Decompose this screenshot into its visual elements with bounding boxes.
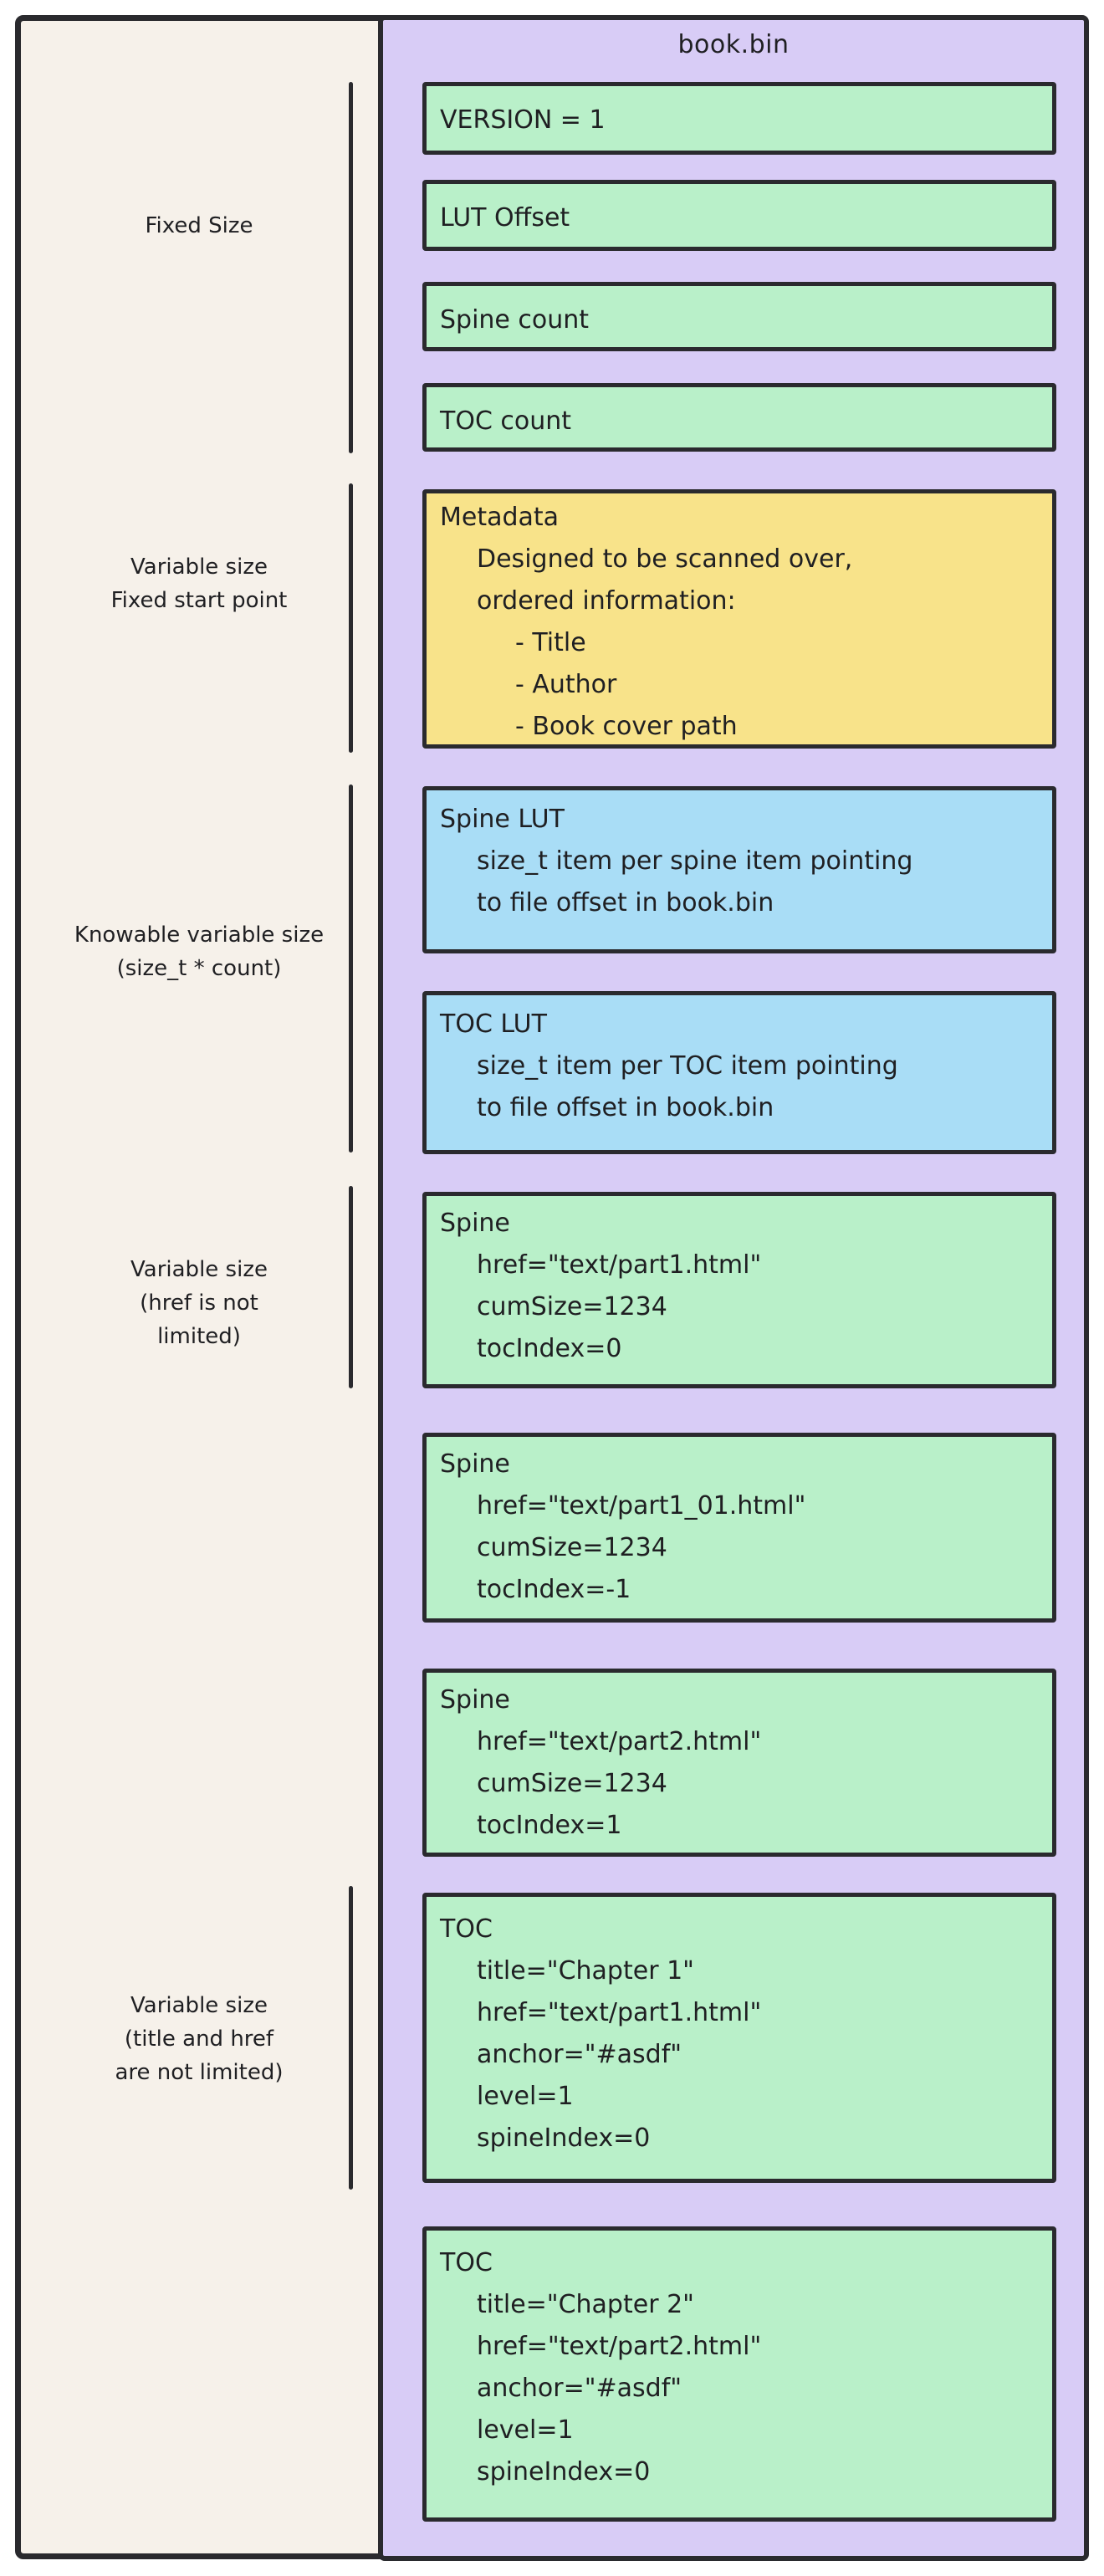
size-annotation-metadata: Variable size Fixed start point [33,550,365,617]
field-box-version: VERSION = 1 [422,82,1056,155]
box-line: spineIndex=0 [477,2457,651,2487]
size-annotation-toc: Variable size (title and href are not li… [33,1989,365,2089]
box-line: Spine count [440,305,590,335]
box-line: href="text/part1.html" [477,1250,762,1280]
box-line: Spine [440,1209,510,1238]
toc-entry-box-1: TOC title="Chapter 1" href="text/part1.h… [422,1893,1056,2183]
box-line: cumSize=1234 [477,1533,667,1562]
box-line: tocIndex=-1 [477,1575,631,1604]
size-bracket-luts [349,785,353,1153]
spine-lut-box: Spine LUT size_t item per spine item poi… [422,786,1056,953]
box-line: ordered information: [477,586,736,616]
size-annotation-spine: Variable size (href is not limited) [33,1253,365,1353]
box-line: spineIndex=0 [477,2124,651,2153]
box-line: href="text/part2.html" [477,2332,762,2361]
box-line: level=1 [477,2415,574,2445]
box-line: Metadata [440,503,560,532]
box-line: LUT Offset [440,203,570,233]
annotation-line: (size_t * count) [116,956,282,981]
size-bracket-spine [349,1186,353,1388]
box-line: - Title [515,628,586,657]
box-line: href="text/part1.html" [477,1998,762,2027]
annotation-line: Fixed Size [145,213,253,238]
box-line: href="text/part1_01.html" [477,1491,806,1521]
box-line: tocIndex=1 [477,1811,622,1840]
field-box-spine-count: Spine count [422,282,1056,351]
spine-entry-box-1: Spine href="text/part1.html" cumSize=123… [422,1192,1056,1388]
box-line: cumSize=1234 [477,1292,667,1321]
box-line: TOC [440,2248,493,2277]
toc-entry-box-2: TOC title="Chapter 2" href="text/part2.h… [422,2226,1056,2522]
box-line: tocIndex=0 [477,1334,622,1363]
box-line: Spine [440,1685,510,1715]
box-line: level=1 [477,2082,574,2111]
field-box-toc-count: TOC count [422,383,1056,452]
annotation-line: (href is not [140,1291,258,1316]
box-line: title="Chapter 1" [477,1956,694,1986]
box-line: cumSize=1234 [477,1769,667,1798]
box-line: to file offset in book.bin [477,888,774,917]
box-line: to file offset in book.bin [477,1093,774,1122]
box-line: - Book cover path [515,712,738,741]
field-box-lut-offset: LUT Offset [422,180,1056,251]
annotation-line: Knowable variable size [74,923,325,948]
box-line: TOC count [440,406,572,436]
box-line: TOC [440,1914,493,1944]
size-annotation-fixed: Fixed Size [33,209,365,243]
annotation-line: are not limited) [115,2060,284,2085]
box-line: size_t item per TOC item pointing [477,1051,898,1081]
size-bracket-toc [349,1886,353,2190]
box-line: Designed to be scanned over, [477,544,853,574]
annotation-line: Variable size [130,1993,268,2018]
annotation-line: Variable size [130,555,268,580]
size-bracket-fixed [349,82,353,453]
box-line: Spine LUT [440,805,565,834]
annotation-line: Fixed start point [110,588,288,613]
box-line: anchor="#asdf" [477,2374,682,2403]
size-annotation-luts: Knowable variable size (size_t * count) [33,918,365,985]
box-line: Spine [440,1449,510,1479]
annotation-line: (title and href [124,2027,274,2052]
spine-entry-box-2: Spine href="text/part1_01.html" cumSize=… [422,1433,1056,1623]
box-line: VERSION = 1 [440,105,606,135]
spine-entry-box-3: Spine href="text/part2.html" cumSize=123… [422,1669,1056,1857]
box-line: TOC LUT [440,1009,547,1039]
metadata-box: Metadata Designed to be scanned over, or… [422,489,1056,749]
box-line: - Author [515,670,617,699]
annotation-line: limited) [157,1324,241,1349]
box-line: size_t item per spine item pointing [477,846,913,876]
size-bracket-metadata [349,483,353,753]
box-line: title="Chapter 2" [477,2290,694,2319]
annotation-line: Variable size [130,1257,268,1282]
container-title: book.bin [677,30,790,59]
box-line: anchor="#asdf" [477,2040,682,2069]
toc-lut-box: TOC LUT size_t item per TOC item pointin… [422,991,1056,1154]
box-line: href="text/part2.html" [477,1727,762,1756]
